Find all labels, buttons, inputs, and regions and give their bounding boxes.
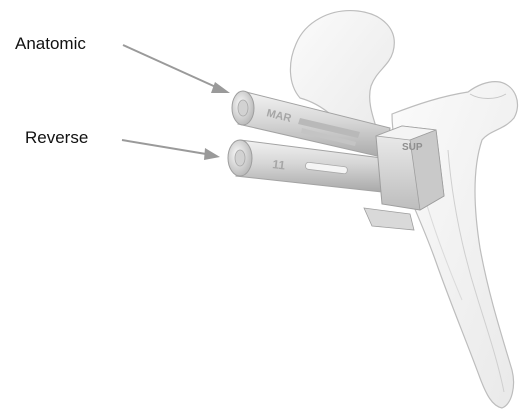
reverse-marking-text: 11 — [272, 157, 287, 172]
callout-arrow-anatomic — [123, 45, 230, 93]
guide-marking-text: SUP — [402, 142, 423, 153]
anatomic-label: Anatomic — [15, 34, 86, 54]
scapula-bone-illustration — [290, 11, 517, 408]
reverse-label: Reverse — [25, 128, 88, 148]
callout-arrow-reverse — [122, 140, 220, 160]
